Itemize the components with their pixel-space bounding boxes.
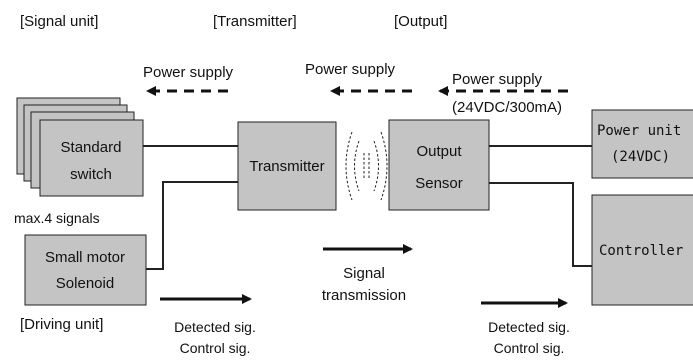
output-sensor-box <box>388 119 490 211</box>
wireless-wave-inner-left <box>354 140 360 192</box>
detected-signal-label-right: Detected sig. <box>488 319 570 335</box>
connector-sensor-controller <box>489 182 592 267</box>
solenoid-label: Solenoid <box>56 275 114 292</box>
standard-switch-label-2: switch <box>70 166 112 183</box>
standard-switch-label-1: Standard <box>61 139 122 156</box>
connector-motor-transmitter <box>146 181 238 270</box>
header-signal-unit: [Signal unit] <box>20 13 98 30</box>
wireless-wave-inner-right <box>373 140 379 192</box>
standard-switch-box <box>39 119 144 197</box>
controller-label: Controller <box>599 243 683 259</box>
power-supply-label-middle: Power supply <box>305 61 396 78</box>
power-supply-label-left: Power supply <box>143 64 234 81</box>
controller-box <box>591 194 693 306</box>
signal-transmission-label-2: transmission <box>322 287 406 304</box>
small-motor-label: Small motor <box>45 249 125 266</box>
wireless-wave-outer-right <box>380 131 388 201</box>
power-supply-rating: (24VDC/300mA) <box>452 99 562 116</box>
signal-transmission-label-1: Signal <box>343 265 385 282</box>
control-signal-label-left: Control sig. <box>180 340 251 356</box>
small-motor-solenoid-box <box>24 234 147 306</box>
power-supply-label-right: Power supply <box>452 71 543 88</box>
power-unit-label-2: (24VDC) <box>611 149 670 165</box>
power-unit-label-1: Power unit <box>597 123 681 139</box>
driving-unit-label: [Driving unit] <box>20 316 103 333</box>
max-signals-label: max.4 signals <box>14 210 100 226</box>
sensor-label: Sensor <box>415 175 463 192</box>
detected-signal-label-left: Detected sig. <box>174 319 256 335</box>
transmitter-box <box>237 121 337 211</box>
wireless-wave-outer-left <box>345 131 353 201</box>
header-transmitter: [Transmitter] <box>213 13 297 30</box>
transmitter-label: Transmitter <box>249 158 324 175</box>
header-output: [Output] <box>394 13 447 30</box>
control-signal-label-right: Control sig. <box>494 340 565 356</box>
output-label: Output <box>416 143 462 160</box>
power-unit-box <box>591 109 693 179</box>
